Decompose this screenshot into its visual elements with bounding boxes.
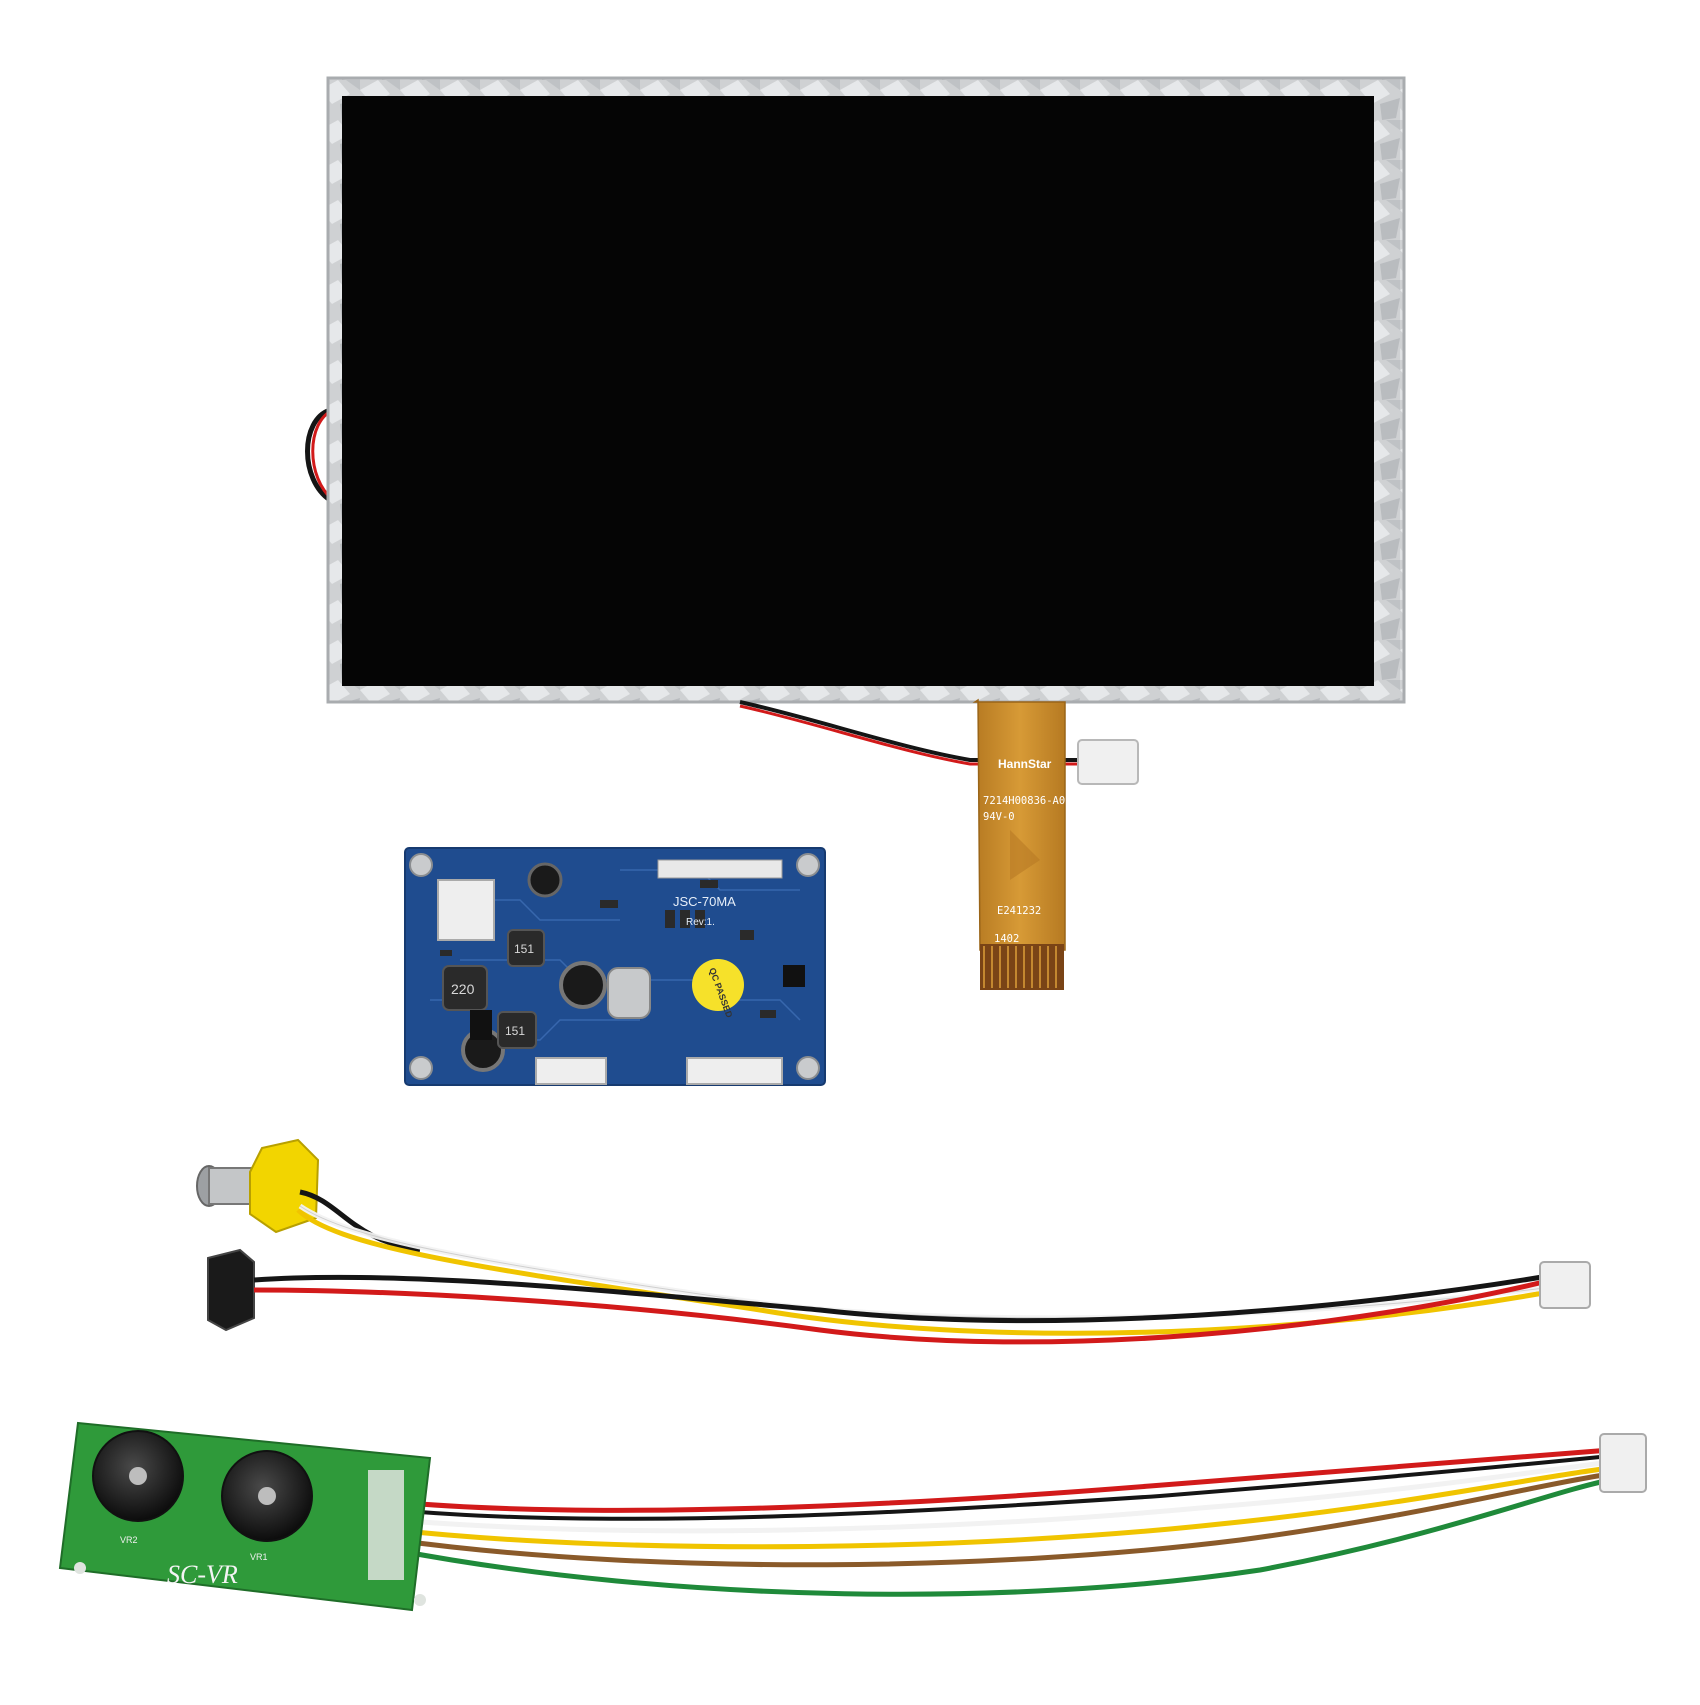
- control-board: VR2 VR1 SC-VR: [58, 1421, 1647, 1612]
- lcd-fpc: HannStar 7214H00836-A0 94V-0 E241232 140…: [972, 698, 1066, 990]
- power-header: [437, 879, 495, 941]
- fpc-part-number: 7214H00836-A0: [983, 795, 1065, 807]
- cable-connector-6pin: [1599, 1433, 1647, 1493]
- board-revision-text: Rev:1.: [686, 917, 715, 928]
- fpc-flammability-rating: 94V-0: [983, 811, 1015, 823]
- board-model-text: JSC-70MA: [673, 894, 736, 909]
- inductor-1: [507, 929, 545, 967]
- backlight-cable: [305, 407, 332, 503]
- header-4pin: [535, 1057, 607, 1085]
- ic-chip: [783, 965, 805, 987]
- control-board-label: SC-VR: [167, 1560, 238, 1589]
- cable-connector-4pin: [1539, 1261, 1591, 1309]
- inductor-2: [497, 1011, 537, 1049]
- fpc-ul-number: E241232: [997, 905, 1041, 917]
- fpc-date-code: 1402: [994, 933, 1019, 945]
- qc-sticker: [692, 959, 744, 1011]
- backlight-connector: [1077, 739, 1139, 785]
- driver-board: 220 151 151 QC PASSED JSC-70MA Rev:1.: [404, 847, 826, 1086]
- inductor-large-label: 220: [451, 981, 475, 997]
- inductor-1-label: 151: [514, 942, 534, 956]
- pot-label-vr1: VR1: [250, 1552, 268, 1562]
- lcd-screen: [342, 96, 1374, 686]
- pot-label-vr2: VR2: [120, 1535, 138, 1545]
- inductor-2-label: 151: [505, 1024, 525, 1038]
- header-6pin: [686, 1057, 783, 1085]
- dc-power-jack: [207, 1248, 255, 1332]
- capacitor: [559, 961, 607, 1009]
- rca-power-cable: [196, 1138, 1591, 1345]
- inductor-large: [442, 965, 488, 1011]
- ic-chip: [470, 1010, 492, 1040]
- crystal: [607, 967, 651, 1019]
- backlight-wires: [739, 700, 1080, 762]
- lcd-panel: HannStar 7214H00836-A0 94V-0 E241232 140…: [305, 76, 1406, 990]
- capacitor: [527, 862, 563, 898]
- fpc-brand-text: HannStar: [998, 757, 1052, 771]
